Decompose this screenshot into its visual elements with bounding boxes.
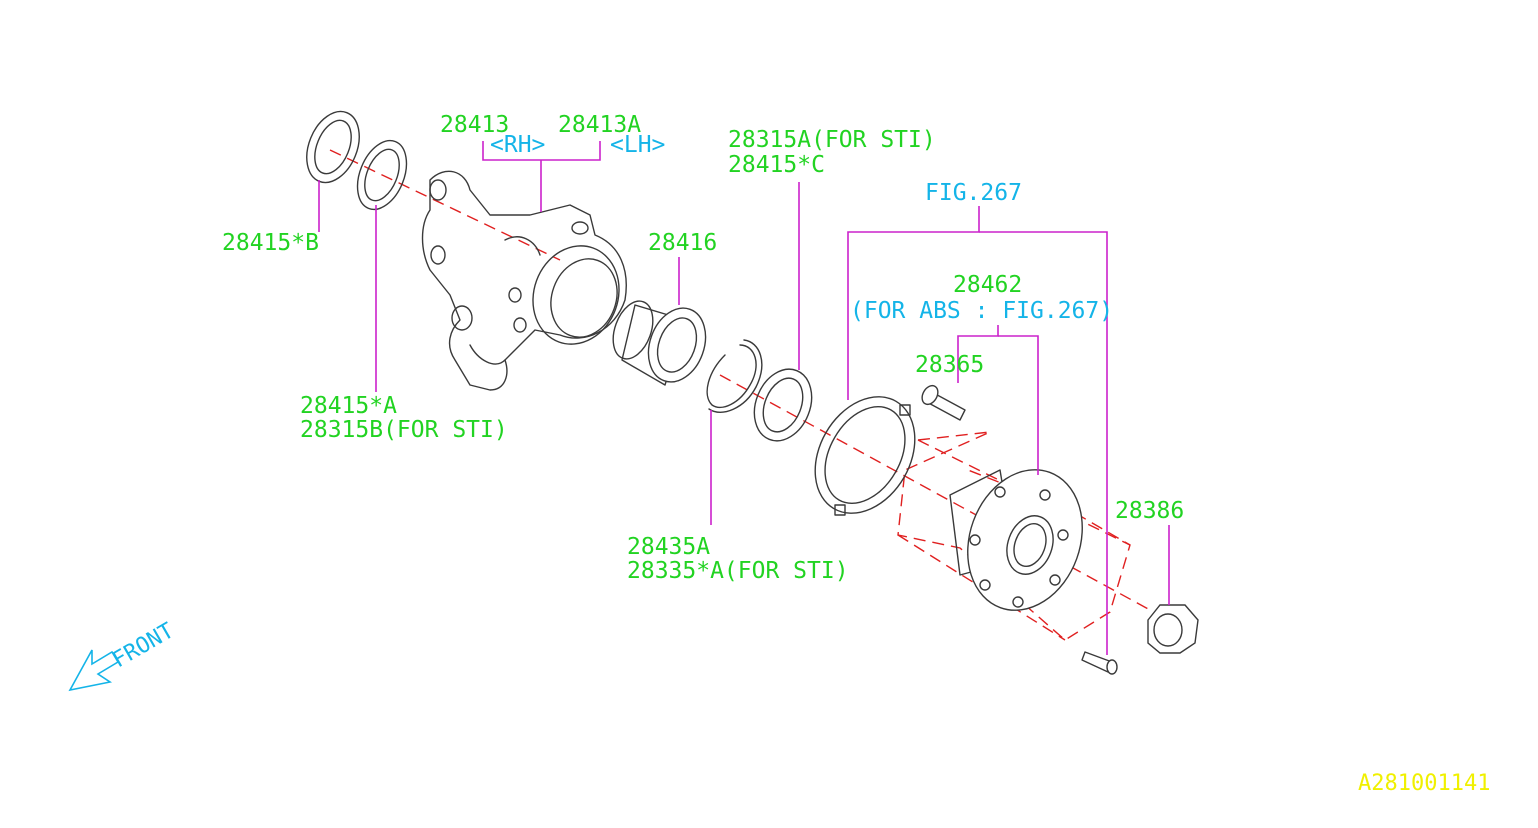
part-labels: 28413 28413A <RH> <LH> 28315A(FOR STI) 2…: [222, 112, 1184, 584]
label-28415b: 28415*B: [222, 230, 319, 256]
seal-28415a[interactable]: [348, 133, 416, 216]
label-28315a: 28315A(FOR STI): [728, 127, 936, 153]
front-arrow: FRONT: [68, 618, 179, 692]
label-fig267: FIG.267: [925, 180, 1022, 206]
label-28386: 28386: [1115, 498, 1184, 524]
label-28413: 28413: [440, 112, 509, 138]
label-rh: <RH>: [490, 132, 545, 158]
label-28435a: 28435A: [627, 534, 710, 560]
label-28335a: 28335*A(FOR STI): [627, 558, 849, 584]
front-arrow-icon: [68, 649, 120, 692]
screw[interactable]: [1081, 651, 1118, 675]
diagram-id: A281001141: [1358, 771, 1490, 796]
knuckle-housing-28413[interactable]: [421, 170, 633, 391]
seal-28415c[interactable]: [744, 361, 822, 450]
label-28415c: 28415*C: [728, 152, 825, 178]
label-28416: 28416: [648, 230, 717, 256]
nut-28386[interactable]: [1147, 604, 1199, 654]
tone-ring[interactable]: [795, 379, 935, 531]
snap-ring-28435a[interactable]: [706, 339, 763, 413]
label-28415a: 28415*A: [300, 393, 397, 419]
leader-lines: [318, 141, 1170, 655]
label-28315b: 28315B(FOR STI): [300, 417, 508, 443]
bolt-28365[interactable]: [919, 383, 966, 421]
label-28365: 28365: [915, 352, 984, 378]
label-28413a: 28413A: [558, 112, 641, 138]
label-28462: 28462: [953, 272, 1022, 298]
hub-28462[interactable]: [949, 454, 1102, 627]
label-lh: <LH>: [610, 132, 665, 158]
label-for-abs: (FOR ABS : FIG.267): [850, 298, 1113, 324]
bearing-28416[interactable]: [606, 296, 716, 390]
front-label: FRONT: [109, 618, 179, 673]
